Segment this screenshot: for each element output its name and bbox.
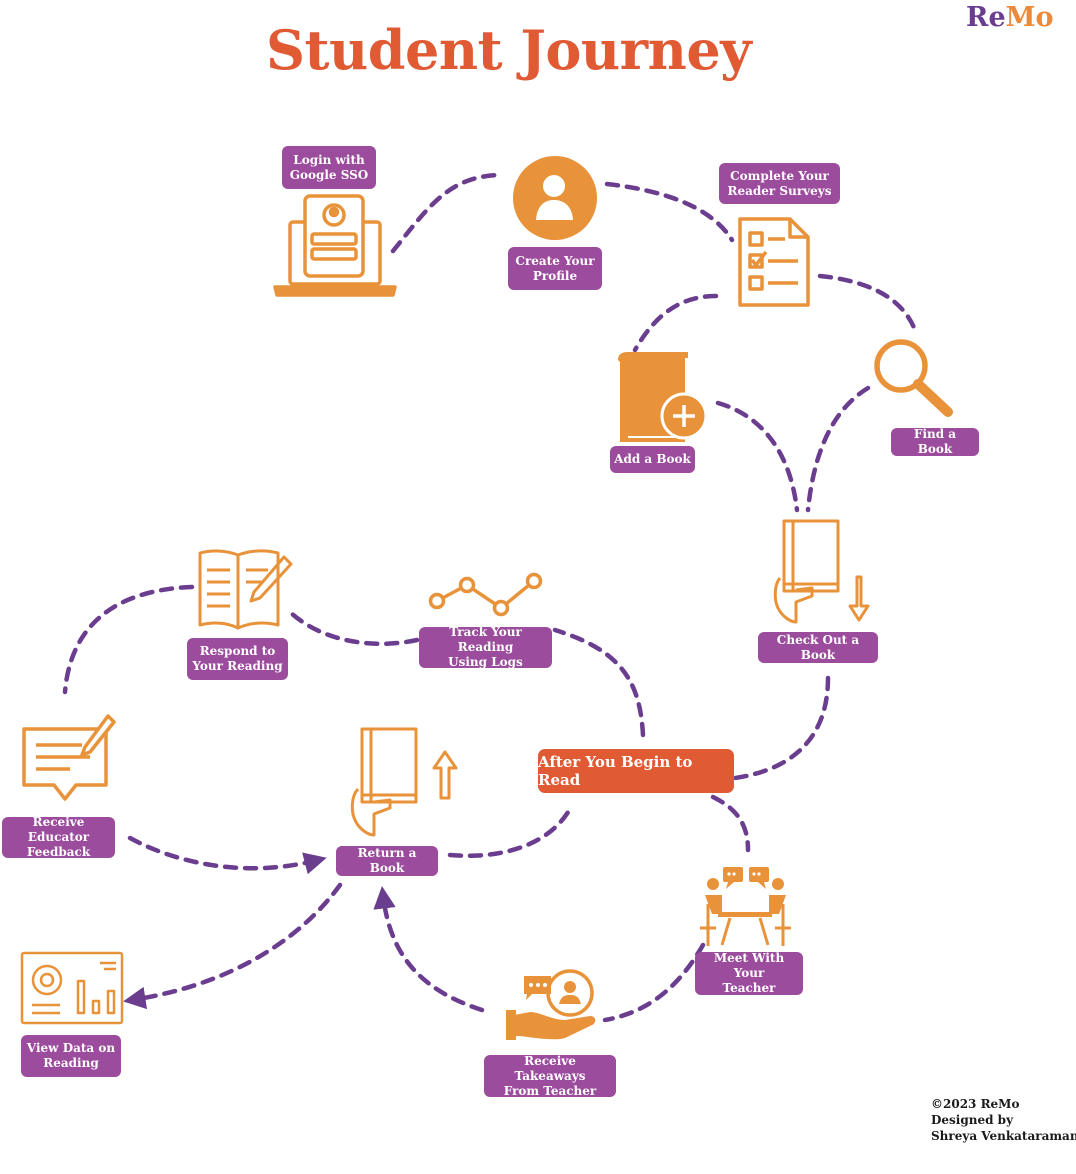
step-return-book-label: Return a Book — [336, 846, 438, 876]
step-add-book-label: Add a Book — [610, 446, 695, 473]
open-book-pencil-icon — [198, 549, 293, 630]
user-profile-icon — [513, 156, 597, 240]
step-find-book-label: Find a Book — [891, 427, 979, 456]
book-in-hand-down-icon — [773, 519, 870, 624]
book-add-icon — [618, 352, 708, 442]
line-graph-icon — [428, 572, 543, 617]
dashboard-icon — [20, 951, 124, 1025]
laptop-login-icon — [273, 194, 397, 297]
meeting-icon — [700, 867, 791, 946]
remo-logo: ReMo — [966, 2, 1054, 33]
book-in-hand-up-icon — [350, 727, 458, 837]
journey-path — [62, 172, 918, 1023]
hand-user-icon — [506, 969, 596, 1040]
credits: ©2023 ReMo Designed by Shreya Venkataram… — [931, 1097, 1076, 1143]
magnifier-icon — [874, 339, 953, 417]
after-you-begin-label: After You Begin to Read — [538, 749, 734, 793]
step-check-out-label: Check Out a Book — [758, 632, 878, 663]
page-title: Student Journey — [266, 18, 752, 82]
comment-pencil-icon — [22, 714, 116, 801]
checklist-icon — [738, 217, 810, 307]
